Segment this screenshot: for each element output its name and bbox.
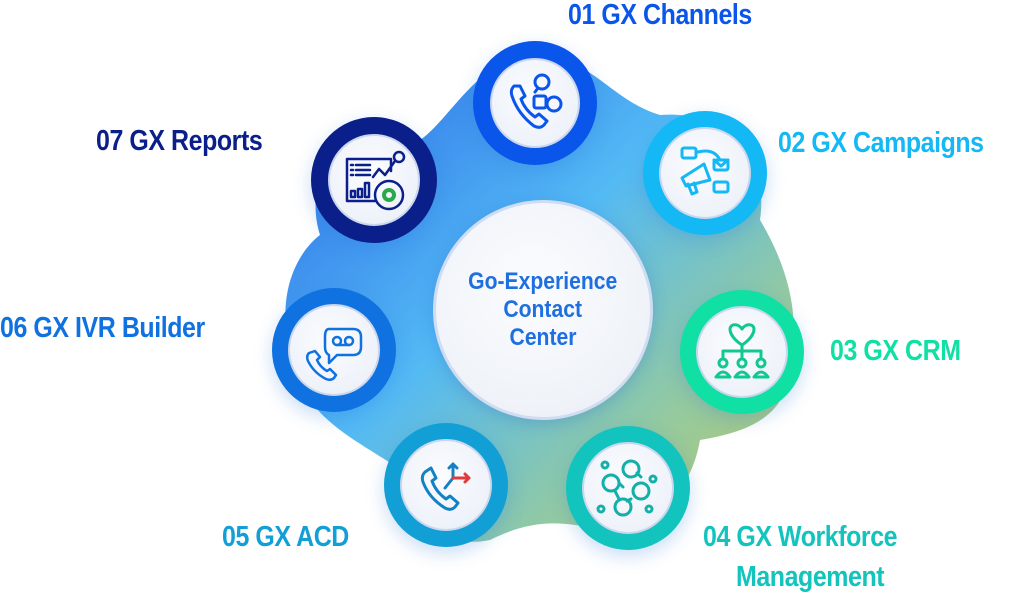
center-title-line3: Center xyxy=(509,324,577,351)
node-channels[interactable] xyxy=(473,41,597,165)
node-acd[interactable] xyxy=(384,423,508,547)
node-crm[interactable] xyxy=(680,290,804,414)
center-title-line2: Contact xyxy=(503,296,583,323)
label-workforce-line2: Management xyxy=(736,561,885,593)
node-reports[interactable] xyxy=(311,117,437,243)
label-ivr-builder: 06 GX IVR Builder xyxy=(0,312,205,344)
label-reports: 07 GX Reports xyxy=(96,125,263,157)
center-title-line1: Go-Experience xyxy=(468,268,618,295)
label-crm: 03 GX CRM xyxy=(830,335,961,367)
center-hub: Go-Experience Contact Center xyxy=(433,200,653,420)
handshake-team-icon xyxy=(714,323,770,379)
megaphone-campaign-icon xyxy=(680,146,730,196)
label-acd: 05 GX ACD xyxy=(222,521,349,553)
node-ivr-builder[interactable] xyxy=(272,288,396,412)
label-workforce-line1: 04 GX Workforce xyxy=(703,521,898,553)
phone-voicemail-icon xyxy=(305,327,363,382)
analytics-dashboard-icon xyxy=(345,150,406,211)
node-workforce-management[interactable] xyxy=(566,426,690,550)
phone-social-channels-icon xyxy=(509,73,563,129)
label-channels: 01 GX Channels xyxy=(568,0,752,31)
label-campaigns: 02 GX Campaigns xyxy=(778,127,984,159)
call-routing-icon xyxy=(420,462,471,511)
node-campaigns[interactable] xyxy=(643,111,767,235)
workforce-network-icon xyxy=(596,459,658,517)
